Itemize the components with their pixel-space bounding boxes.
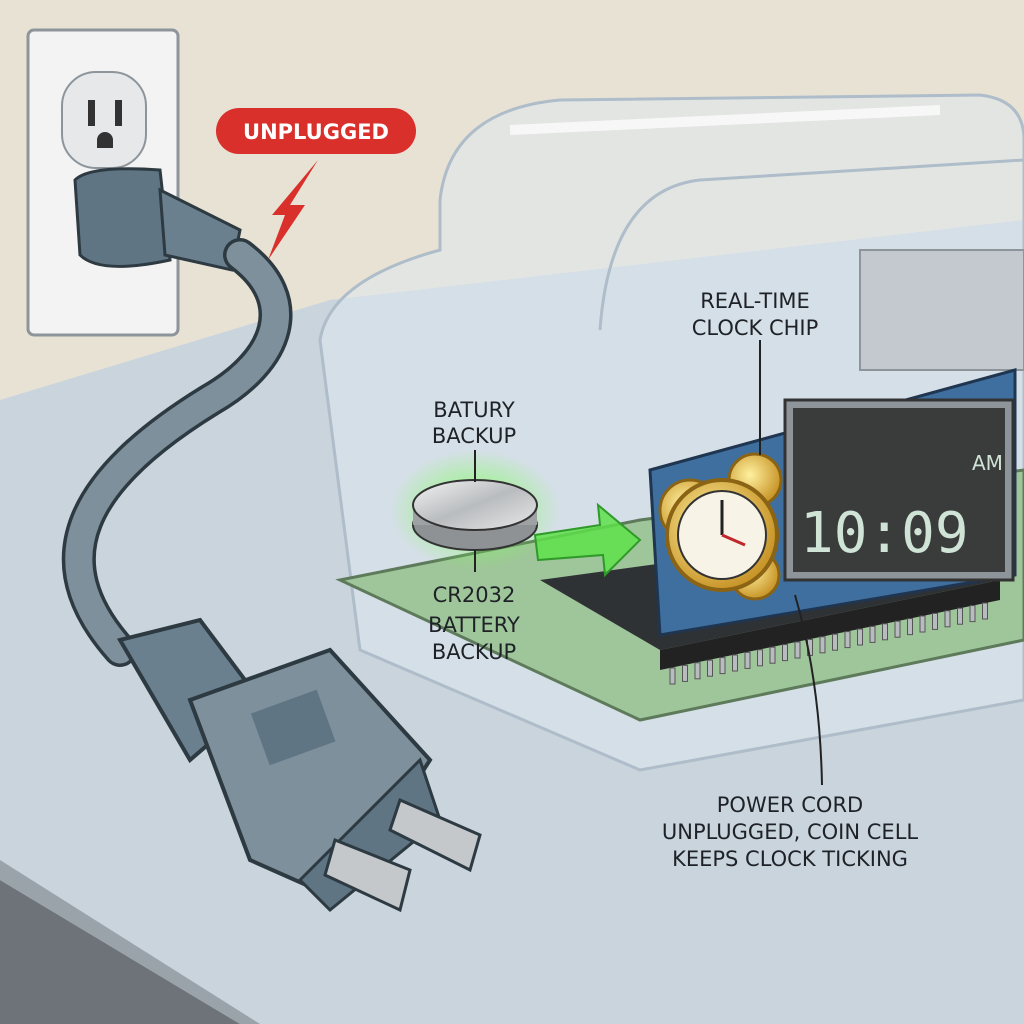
chip-pin <box>794 641 801 659</box>
chip-pin <box>957 607 963 625</box>
clock-time: 10:09 <box>800 501 969 566</box>
chip-pin <box>719 657 726 675</box>
chip-pin <box>819 636 826 654</box>
svg-text:REAL-TIME: REAL-TIME <box>700 289 810 313</box>
chip-pin <box>694 662 701 680</box>
caption: POWER CORD UNPLUGGED, COIN CELL KEEPS CL… <box>662 793 919 871</box>
inserted-plug <box>73 167 242 272</box>
arrow-right-icon <box>533 502 642 578</box>
chip-pin <box>707 659 713 677</box>
chip-pin <box>982 602 988 620</box>
cr2032-label: CR2032 BATTERY BACKUP <box>428 583 520 664</box>
caption-pointer <box>794 594 823 786</box>
analog-clock-icon <box>665 478 779 592</box>
svg-text:UNPLUGGED, COIN CELL: UNPLUGGED, COIN CELL <box>662 820 919 844</box>
clock-meridiem: AM <box>972 451 1003 475</box>
chip-pin <box>832 633 838 651</box>
power-plug-icon <box>116 617 482 913</box>
chip-pin <box>769 646 776 664</box>
lightning-bolt-icon <box>268 160 318 260</box>
coin-cell-battery-icon <box>412 479 538 551</box>
unplugged-badge: UNPLUGGED <box>216 108 416 154</box>
svg-text:BACKUP: BACKUP <box>432 640 516 664</box>
chip-pin <box>944 610 951 628</box>
svg-text:BATTERY: BATTERY <box>428 613 520 637</box>
chip-pin <box>894 620 901 638</box>
svg-text:KEEPS CLOCK TICKING: KEEPS CLOCK TICKING <box>672 847 908 871</box>
chip-pins <box>669 602 988 685</box>
svg-text:CLOCK CHIP: CLOCK CHIP <box>692 316 819 340</box>
svg-text:CR2032: CR2032 <box>433 583 516 607</box>
chip-pin <box>882 623 888 641</box>
chip-pin <box>919 615 926 633</box>
rtc-chip-label: REAL-TIME CLOCK CHIP <box>692 289 819 340</box>
chip-pin <box>744 651 751 669</box>
chip-pin <box>907 618 913 636</box>
svg-text:POWER CORD: POWER CORD <box>717 793 863 817</box>
chip-pin <box>782 644 788 662</box>
internal-component <box>859 249 1024 371</box>
chip-pin <box>857 628 863 646</box>
svg-text:BACKUP: BACKUP <box>432 424 516 448</box>
chip-pin <box>757 649 763 667</box>
chip-pin <box>844 631 851 649</box>
chip-pin <box>969 605 976 623</box>
chip-pin <box>669 667 676 685</box>
chip-pin <box>732 654 738 672</box>
battery-backup-label: BATURY BACKUP <box>432 398 516 448</box>
chip-pin <box>682 664 688 682</box>
svg-text:UNPLUGGED: UNPLUGGED <box>243 120 389 144</box>
chip-pin <box>869 625 876 643</box>
chip-pin <box>932 612 938 630</box>
svg-text:BATURY: BATURY <box>433 398 515 422</box>
